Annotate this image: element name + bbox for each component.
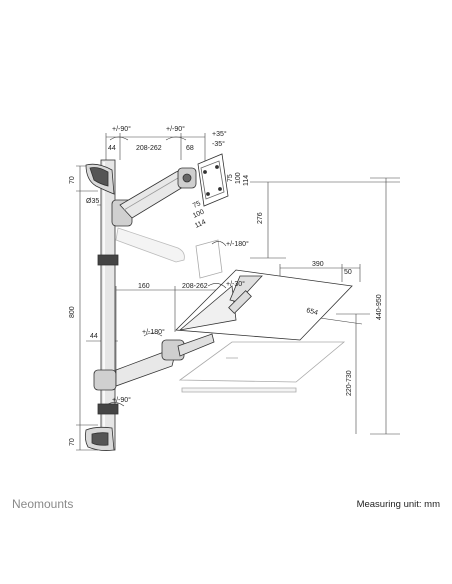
dimension-lines [76,133,400,451]
dim-390: 390 [312,261,324,268]
dim-208-262-bottom: 208-262 [182,283,208,290]
dim-rot90-bottom: +/-90° [112,396,131,404]
brand-logo-text: Neomounts [12,497,74,511]
dim-tilt-up: +35° [212,130,227,138]
monitor-arm [111,153,229,279]
keyboard-tray-arm [93,269,353,393]
dim-276: 276 [257,212,264,224]
dimension-labels: +/-90° +/-90° 44 208-262 68 +35° -35° 70… [69,125,383,446]
dim-35: Ø35 [86,198,99,205]
dim-75a: 75 [227,174,234,182]
dim-rot180-monitor: +/-180° [226,240,249,248]
dim-70-top: 70 [69,176,76,184]
dim-top-rot-left: +/-90° [112,125,131,133]
dim-tilt-down: -35° [212,140,225,148]
dim-100a: 100 [235,172,242,184]
dim-50: 50 [344,269,352,276]
dim-654: 654 [305,307,318,317]
dim-tilt30: +/-30° [226,280,245,288]
measuring-unit-note: Measuring unit: mm [356,499,440,510]
dim-rot180-tray: +/-180° [142,328,165,336]
dim-68: 68 [186,145,194,152]
dim-70-bottom: 70 [69,438,76,446]
dim-100b: 100 [192,208,206,219]
dim-208-262-top: 208-262 [136,145,162,152]
dim-114a: 114 [243,175,250,186]
dim-800: 800 [69,306,76,318]
dim-160: 160 [138,283,150,290]
dim-220-730: 220-730 [346,370,353,396]
dim-440-950: 440-950 [376,294,383,320]
dim-44-bottom: 44 [90,333,98,340]
rotation-arrows [107,136,227,407]
dim-top-rot-right: +/-90° [166,125,185,133]
dim-75b: 75 [192,200,202,210]
dim-114b: 114 [194,219,207,230]
dim-44-top: 44 [108,145,116,152]
